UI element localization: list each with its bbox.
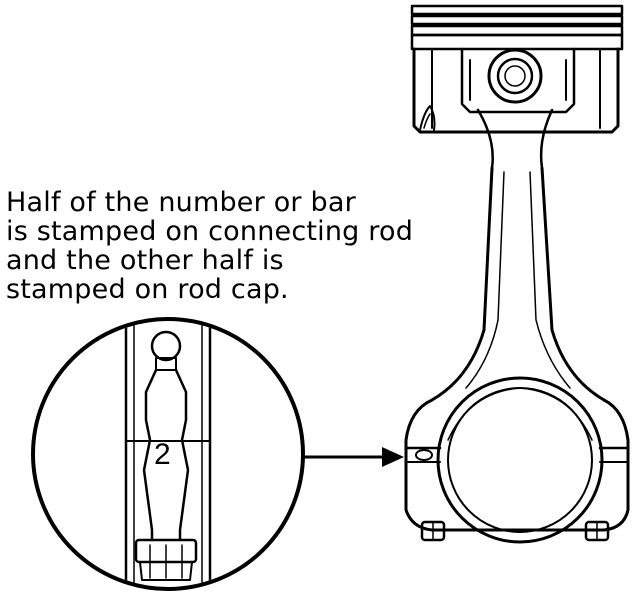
- callout-line-2: is stamped on connecting rod: [6, 216, 414, 247]
- piston-pin: [487, 48, 543, 104]
- callout-text: Half of the number or bar is stamped on …: [6, 188, 446, 304]
- connecting-rod: [404, 108, 630, 544]
- piston: [410, 4, 624, 134]
- callout-line-1: Half of the number or bar: [6, 187, 356, 218]
- detail-mark-number: 2: [154, 438, 171, 471]
- callout-arrow: [301, 447, 404, 467]
- detail-magnifier: 2: [31, 317, 305, 591]
- callout-line-4: stamped on rod cap.: [6, 274, 289, 305]
- stamp-mark: [415, 449, 433, 461]
- callout-line-3: and the other half is: [6, 245, 284, 276]
- arrow-head-icon: [382, 447, 404, 467]
- big-end-bore: [436, 376, 604, 544]
